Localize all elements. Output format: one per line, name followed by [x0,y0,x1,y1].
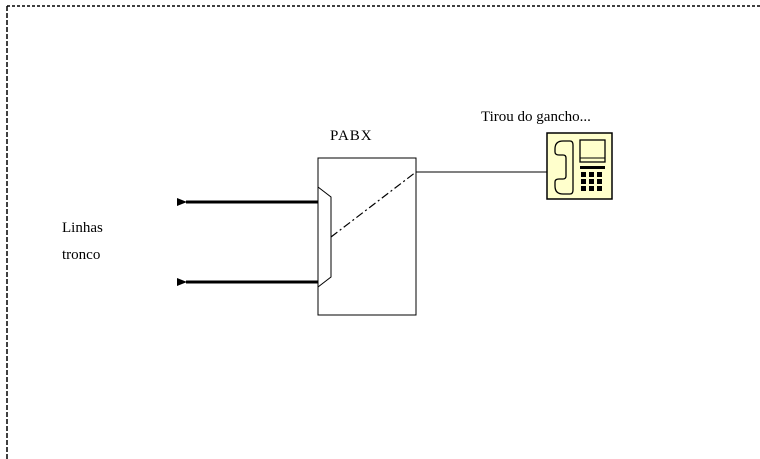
pabx-label: PABX [330,128,373,144]
trunk-line-arrows [177,198,318,286]
trunk-lines-label-line1: Linhas [62,220,103,236]
desk-telephone-icon [546,132,613,200]
frame-border [6,5,760,459]
off-hook-label: Tirou do gancho... [481,109,591,125]
trunk-lines-label-line2: tronco [62,247,101,263]
pabx-box [317,157,417,316]
pabx-internal-connection [330,171,417,238]
